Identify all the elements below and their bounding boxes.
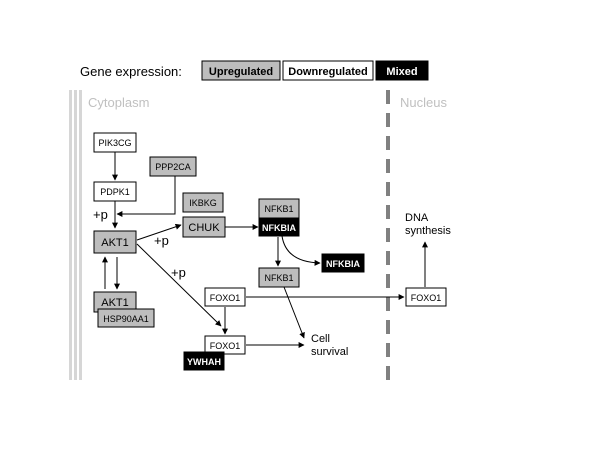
outcome-cell-survival-line2: survival	[311, 346, 348, 358]
node-nfkbia-right: NFKBIA	[321, 253, 365, 273]
outcome-dna-synthesis-line1: DNA	[405, 212, 429, 224]
node-foxo1-nucleus: FOXO1	[405, 287, 447, 307]
edge-nfkb1-cell-survival	[283, 286, 305, 339]
node-chuk: CHUK	[182, 216, 226, 238]
legend-downregulated-label: Downregulated	[288, 66, 367, 78]
node-foxo1-mid: FOXO1	[204, 287, 246, 307]
cell-membrane	[69, 90, 82, 380]
legend-mixed-swatch	[375, 60, 429, 81]
node-label: PPP2CA	[155, 162, 191, 172]
compartment-nucleus-label: Nucleus	[400, 95, 447, 110]
node-label: AKT1	[101, 237, 129, 249]
phosphorylation-label: +p	[154, 233, 169, 248]
outcome-dna-synthesis-line2: synthesis	[405, 225, 451, 237]
node-foxo1-low: FOXO1	[204, 335, 246, 355]
edge-nfkbia-nfkbia	[281, 235, 321, 266]
node-akt1-bottom: AKT1	[93, 291, 137, 313]
node-label: FOXO1	[411, 293, 442, 303]
node-label: PIK3CG	[98, 138, 131, 148]
node-nfkb1-mid: NFKB1	[258, 267, 300, 288]
legend-upregulated-label: Upregulated	[209, 66, 273, 78]
node-pik3cg: PIK3CG	[93, 132, 137, 153]
legend-downregulated-swatch	[282, 60, 374, 81]
node-nfkbia-top: NFKBIA	[258, 217, 300, 237]
node-akt1: AKT1	[93, 230, 137, 254]
node-hsp90aa1: HSP90AA1	[97, 308, 155, 328]
phosphorylation-label: +p	[93, 207, 108, 222]
edge-ppp2ca-akt1	[116, 176, 176, 217]
node-label: AKT1	[101, 297, 129, 309]
node-label: IKBKG	[189, 198, 217, 208]
node-label: PDPK1	[100, 187, 130, 197]
compartment-cytoplasm-label: Cytoplasm	[88, 95, 149, 110]
edge-akt1-chuk	[136, 223, 182, 241]
legend-title: Gene expression:	[80, 64, 182, 79]
node-label: HSP90AA1	[103, 314, 149, 324]
node-label: NFKBIA	[262, 223, 296, 233]
node-label: YWHAH	[187, 357, 221, 367]
node-pdpk1: PDPK1	[93, 181, 137, 202]
node-ppp2ca: PPP2CA	[149, 156, 197, 177]
outcome-cell-survival-line1: Cell	[311, 333, 330, 345]
node-nfkb1-top: NFKB1	[258, 198, 300, 219]
node-ikbkg: IKBKG	[182, 192, 224, 213]
edge-akt1-foxo1	[136, 243, 222, 327]
legend-mixed-label: Mixed	[386, 66, 417, 78]
node-label: NFKBIA	[326, 259, 360, 269]
legend-upregulated-swatch	[201, 60, 281, 81]
node-ywhah: YWHAH	[183, 351, 225, 371]
node-label: FOXO1	[210, 293, 241, 303]
node-label: NFKB1	[264, 273, 293, 283]
edges	[102, 152, 428, 348]
phosphorylation-label: +p	[171, 265, 186, 280]
node-label: FOXO1	[210, 341, 241, 351]
node-label: CHUK	[188, 222, 220, 234]
node-label: NFKB1	[264, 204, 293, 214]
